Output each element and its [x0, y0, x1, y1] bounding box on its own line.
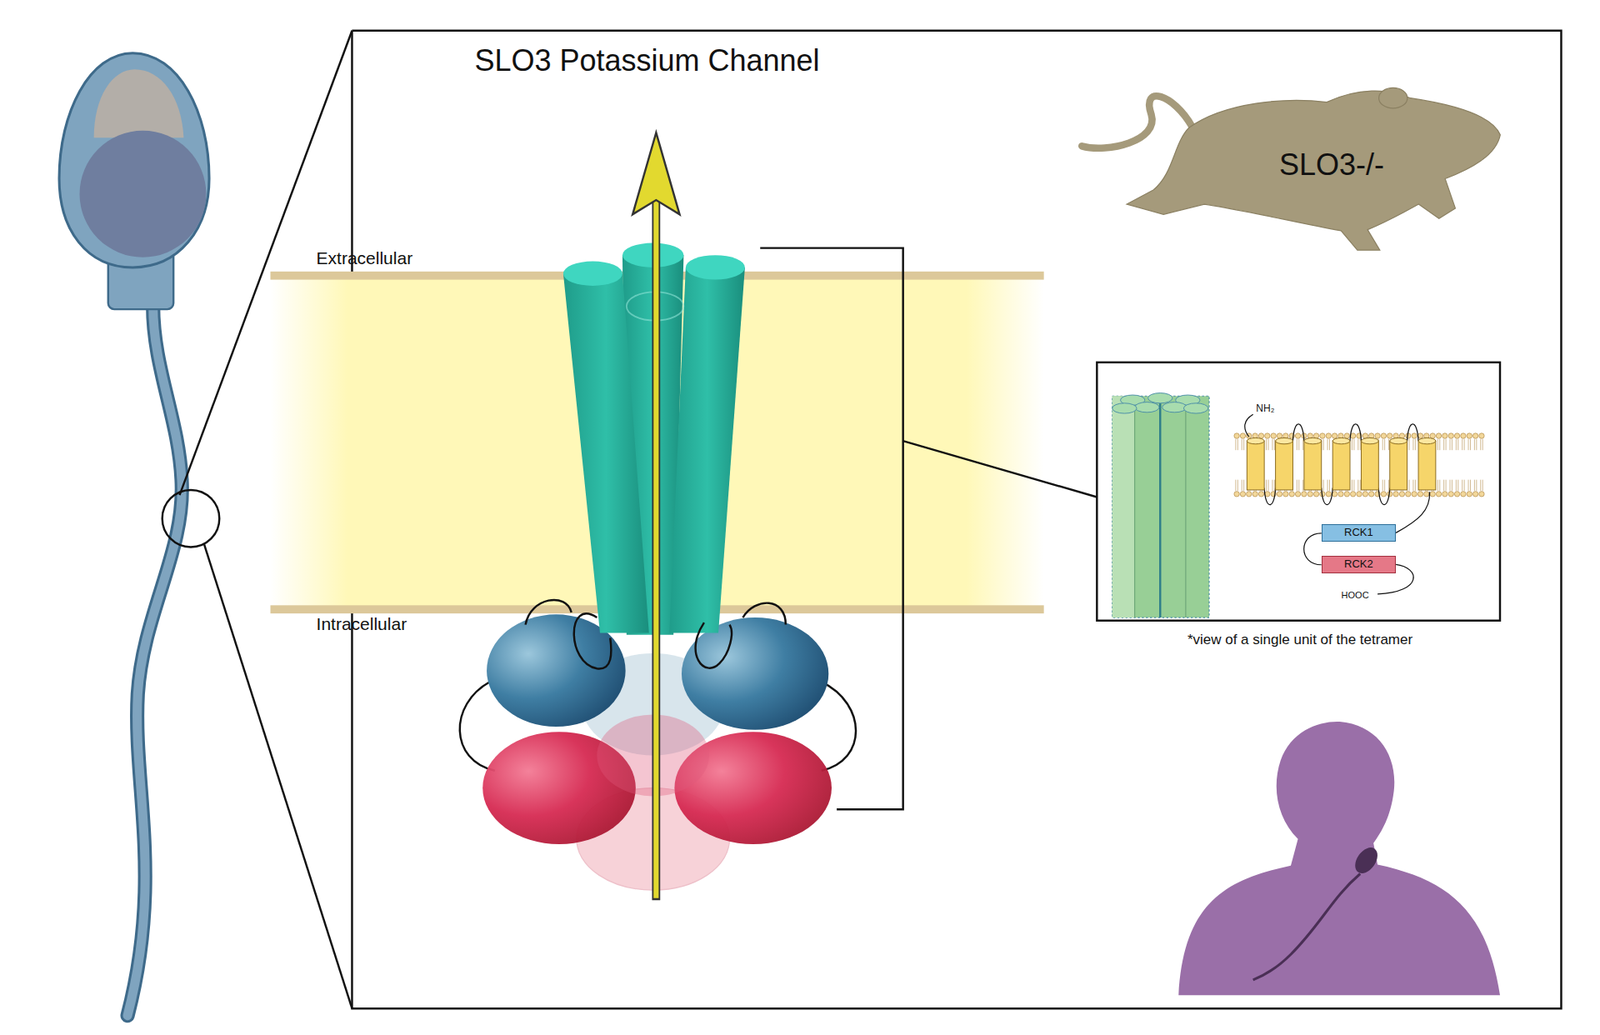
linker-loop — [821, 681, 856, 771]
lipid-bilayer — [1234, 433, 1485, 497]
rck1-domain — [681, 617, 829, 730]
zoom-circle — [162, 490, 220, 548]
sperm-icon-tail — [1253, 873, 1361, 980]
inset-box — [1096, 362, 1500, 621]
human-silhouette — [1178, 721, 1500, 995]
sperm-icon-head — [1350, 843, 1383, 878]
arrowhead — [632, 132, 680, 215]
linker-loop — [742, 603, 785, 625]
callout-line — [903, 440, 1098, 497]
domain-box: RCK1 — [1321, 524, 1396, 542]
sperm-tail-fill — [127, 305, 182, 1015]
domain-box: RCK2 — [1321, 555, 1396, 574]
helix-bundle-top — [1112, 393, 1209, 414]
helix-bundle-shade — [1112, 395, 1135, 618]
acrosome — [94, 69, 185, 138]
helix-bundle — [1112, 395, 1210, 618]
region-label: Extracellular — [316, 248, 414, 269]
terminus-label: NH₂ — [1255, 403, 1275, 415]
linker-loop — [574, 613, 612, 669]
linker-loop — [695, 622, 732, 668]
ion-flow-arrow — [651, 199, 660, 900]
mouse-silhouette: SLO3-/- — [1071, 76, 1505, 260]
helix-edge — [1185, 403, 1186, 618]
ion-flow-arrow — [653, 199, 659, 899]
helix-cylinder — [669, 267, 745, 633]
linker-line — [1395, 491, 1430, 533]
transmembrane-helices — [1246, 424, 1436, 505]
linker-connector — [1304, 533, 1322, 565]
linker-loop — [525, 600, 572, 625]
helix-edge — [1159, 403, 1161, 618]
helix-top — [685, 255, 745, 280]
leader-line — [1245, 414, 1254, 437]
helix-top — [563, 261, 623, 286]
node-text: RCK1 — [1344, 526, 1374, 540]
linker-loop — [460, 681, 495, 771]
region-label: Intracellular — [316, 614, 408, 635]
nucleus — [80, 130, 207, 258]
node-text: SLO3-/- — [1279, 148, 1385, 183]
zoom-line — [204, 544, 353, 1009]
helix-edge — [1134, 403, 1135, 618]
title: SLO3 Potassium Channel — [474, 44, 820, 79]
inset-caption: *view of a single unit of the tetramer — [1187, 631, 1413, 649]
terminus-label: HOOC — [1341, 590, 1370, 601]
bracket — [760, 248, 903, 810]
node-text: RCK2 — [1344, 558, 1374, 571]
sperm-tail — [127, 305, 182, 1015]
sperm-head — [59, 53, 210, 268]
helix-cylinder — [563, 273, 650, 633]
